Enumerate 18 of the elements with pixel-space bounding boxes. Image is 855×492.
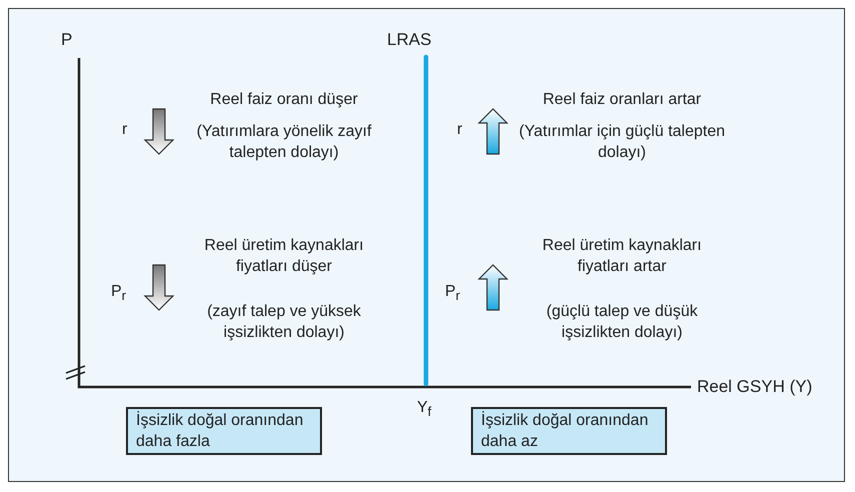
label: (Yatırımlara yönelik zayıf talepten dolayı)	[196, 122, 372, 163]
axis-tick-label: Y$_{f}$	[417, 398, 432, 422]
text-box: İşsizlik doğal oranından daha az	[471, 407, 667, 455]
variable-label: r	[122, 120, 128, 140]
label: (Yatırımlar için güçlü talepten dolayı)	[518, 122, 726, 163]
label: Reel faiz oranı düşer	[209, 90, 359, 110]
label: (zayıf talep ve yüksek işsizlikten dolayı)	[206, 302, 362, 343]
axis-label: LRAS	[387, 29, 432, 50]
label: Reel üretim kaynakları fiyatları artar	[541, 236, 703, 277]
label: Reel üretim kaynakları fiyatları düşer	[203, 236, 365, 277]
variable-label: P$_{r}$	[111, 282, 126, 306]
label: (güçlü talep ve düşük işsizlikten dolayı)	[545, 302, 699, 343]
text-box: İşsizlik doğal oranından daha fazla	[126, 407, 322, 455]
axis-label: P	[61, 29, 72, 50]
variable-label: r	[457, 120, 462, 140]
variable-label: P$_{r}$	[445, 282, 460, 306]
axis-label: Reel GSYH (Y)	[697, 376, 812, 397]
label: Reel faiz oranları artar	[542, 90, 702, 110]
